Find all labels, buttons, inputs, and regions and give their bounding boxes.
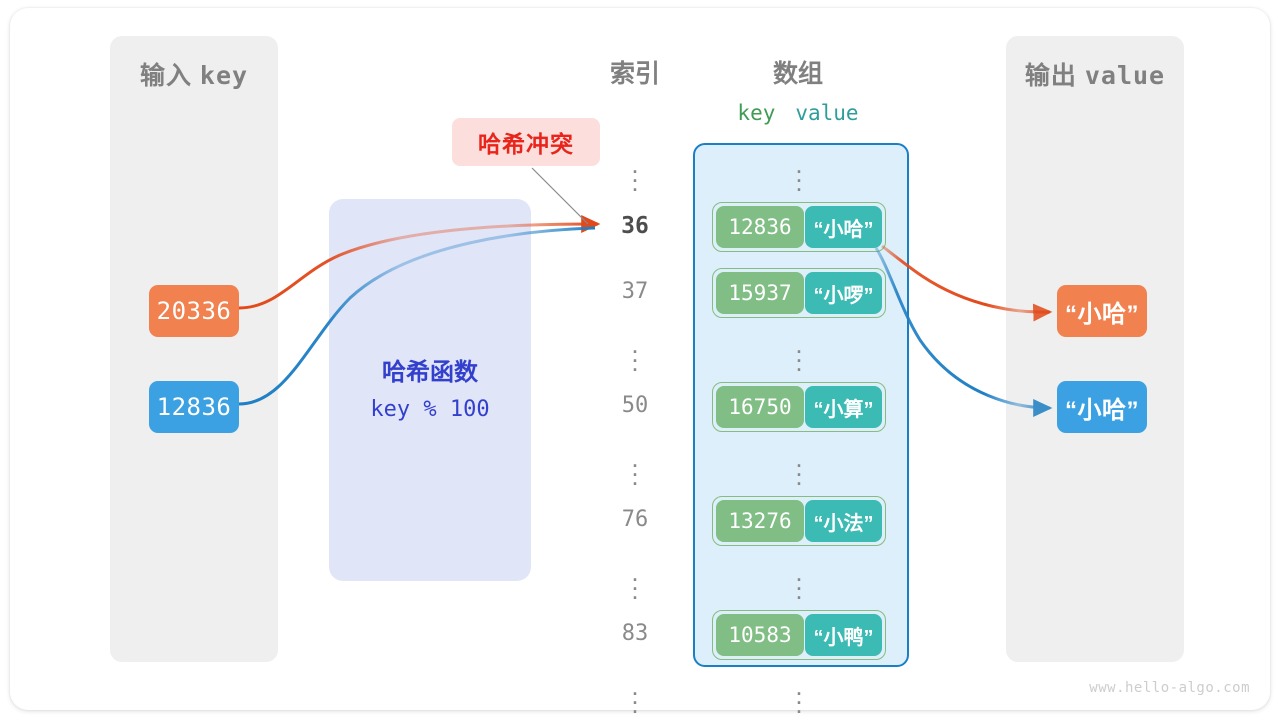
array-dots: ... xyxy=(795,149,803,197)
index-label-37: 37 xyxy=(621,279,649,304)
output-panel-title: 输出 value xyxy=(1006,56,1184,92)
output-panel: 输出 value xyxy=(1006,36,1184,662)
wire-input2-to-index36 xyxy=(238,226,596,406)
connector-wires xyxy=(238,167,1053,417)
bucket-row-37[interactable]: 15937“小啰” xyxy=(712,268,886,318)
input-panel-title-cn: 输入 xyxy=(139,62,192,90)
bucket-value-36: “小哈” xyxy=(805,206,882,248)
bucket-key-83: 10583 xyxy=(716,614,804,656)
hash-function-expression: key % 100 xyxy=(370,397,490,422)
output-panel-title-mono: value xyxy=(1084,61,1166,90)
bucket-value-50: “小算” xyxy=(805,386,882,428)
array-dots: ... xyxy=(795,557,803,605)
bucket-key-36: 12836 xyxy=(716,206,804,248)
hash-function-box: 哈希函数 key % 100 xyxy=(329,199,531,581)
bucket-value-76: “小法” xyxy=(805,500,882,542)
input-key-chip-2: 12836 xyxy=(149,381,239,433)
hash-collision-badge: 哈希冲突 xyxy=(452,118,600,166)
array-dots: ... xyxy=(795,443,803,491)
index-label-36: 36 xyxy=(621,213,649,239)
bucket-row-83[interactable]: 10583“小鸭” xyxy=(712,610,886,660)
index-label-50: 50 xyxy=(621,393,649,418)
input-key-chip-1: 20336 xyxy=(149,285,239,337)
input-panel-title: 输入 key xyxy=(110,56,278,92)
bucket-value-37: “小啰” xyxy=(805,272,882,314)
output-value-chip-1: “小哈” xyxy=(1057,285,1147,337)
index-dots: ... xyxy=(631,149,639,197)
value-header-label: value xyxy=(795,101,859,125)
array-dots: ... xyxy=(795,329,803,377)
index-label-76: 76 xyxy=(621,507,649,532)
key-header-label: key xyxy=(737,101,776,125)
index-dots: ... xyxy=(631,329,639,377)
index-column-header: 索引 xyxy=(609,60,660,88)
array-column-header: 数组 xyxy=(772,60,823,88)
index-dots: ... xyxy=(631,557,639,605)
bucket-key-37: 15937 xyxy=(716,272,804,314)
wire-input1-to-index36 xyxy=(238,215,601,310)
collision-leader-line xyxy=(531,167,589,225)
output-value-chip-2: “小哈” xyxy=(1057,381,1147,433)
diagram-card: 输入 key 输出 value 索引 数组 key value 哈希函数 key … xyxy=(10,8,1270,719)
bucket-key-76: 13276 xyxy=(716,500,804,542)
wire-cell36-to-output1 xyxy=(881,244,1053,322)
index-label-83: 83 xyxy=(621,621,649,646)
watermark: www.hello-algo.com xyxy=(1089,680,1250,696)
input-panel-title-mono: key xyxy=(199,61,249,90)
array-dots: ... xyxy=(795,671,803,719)
bucket-row-36[interactable]: 12836“小哈” xyxy=(712,202,886,252)
bucket-row-76[interactable]: 13276“小法” xyxy=(712,496,886,546)
bucket-key-50: 16750 xyxy=(716,386,804,428)
bucket-row-50[interactable]: 16750“小算” xyxy=(712,382,886,432)
input-panel: 输入 key xyxy=(110,36,278,662)
bucket-value-83: “小鸭” xyxy=(805,614,882,656)
index-dots: ... xyxy=(631,671,639,719)
index-dots: ... xyxy=(631,443,639,491)
key-value-header: key value xyxy=(698,101,898,125)
wire-cell36-to-output2 xyxy=(874,247,1053,417)
hash-function-title: 哈希函数 xyxy=(382,359,478,386)
output-panel-title-cn: 输出 xyxy=(1024,62,1077,90)
